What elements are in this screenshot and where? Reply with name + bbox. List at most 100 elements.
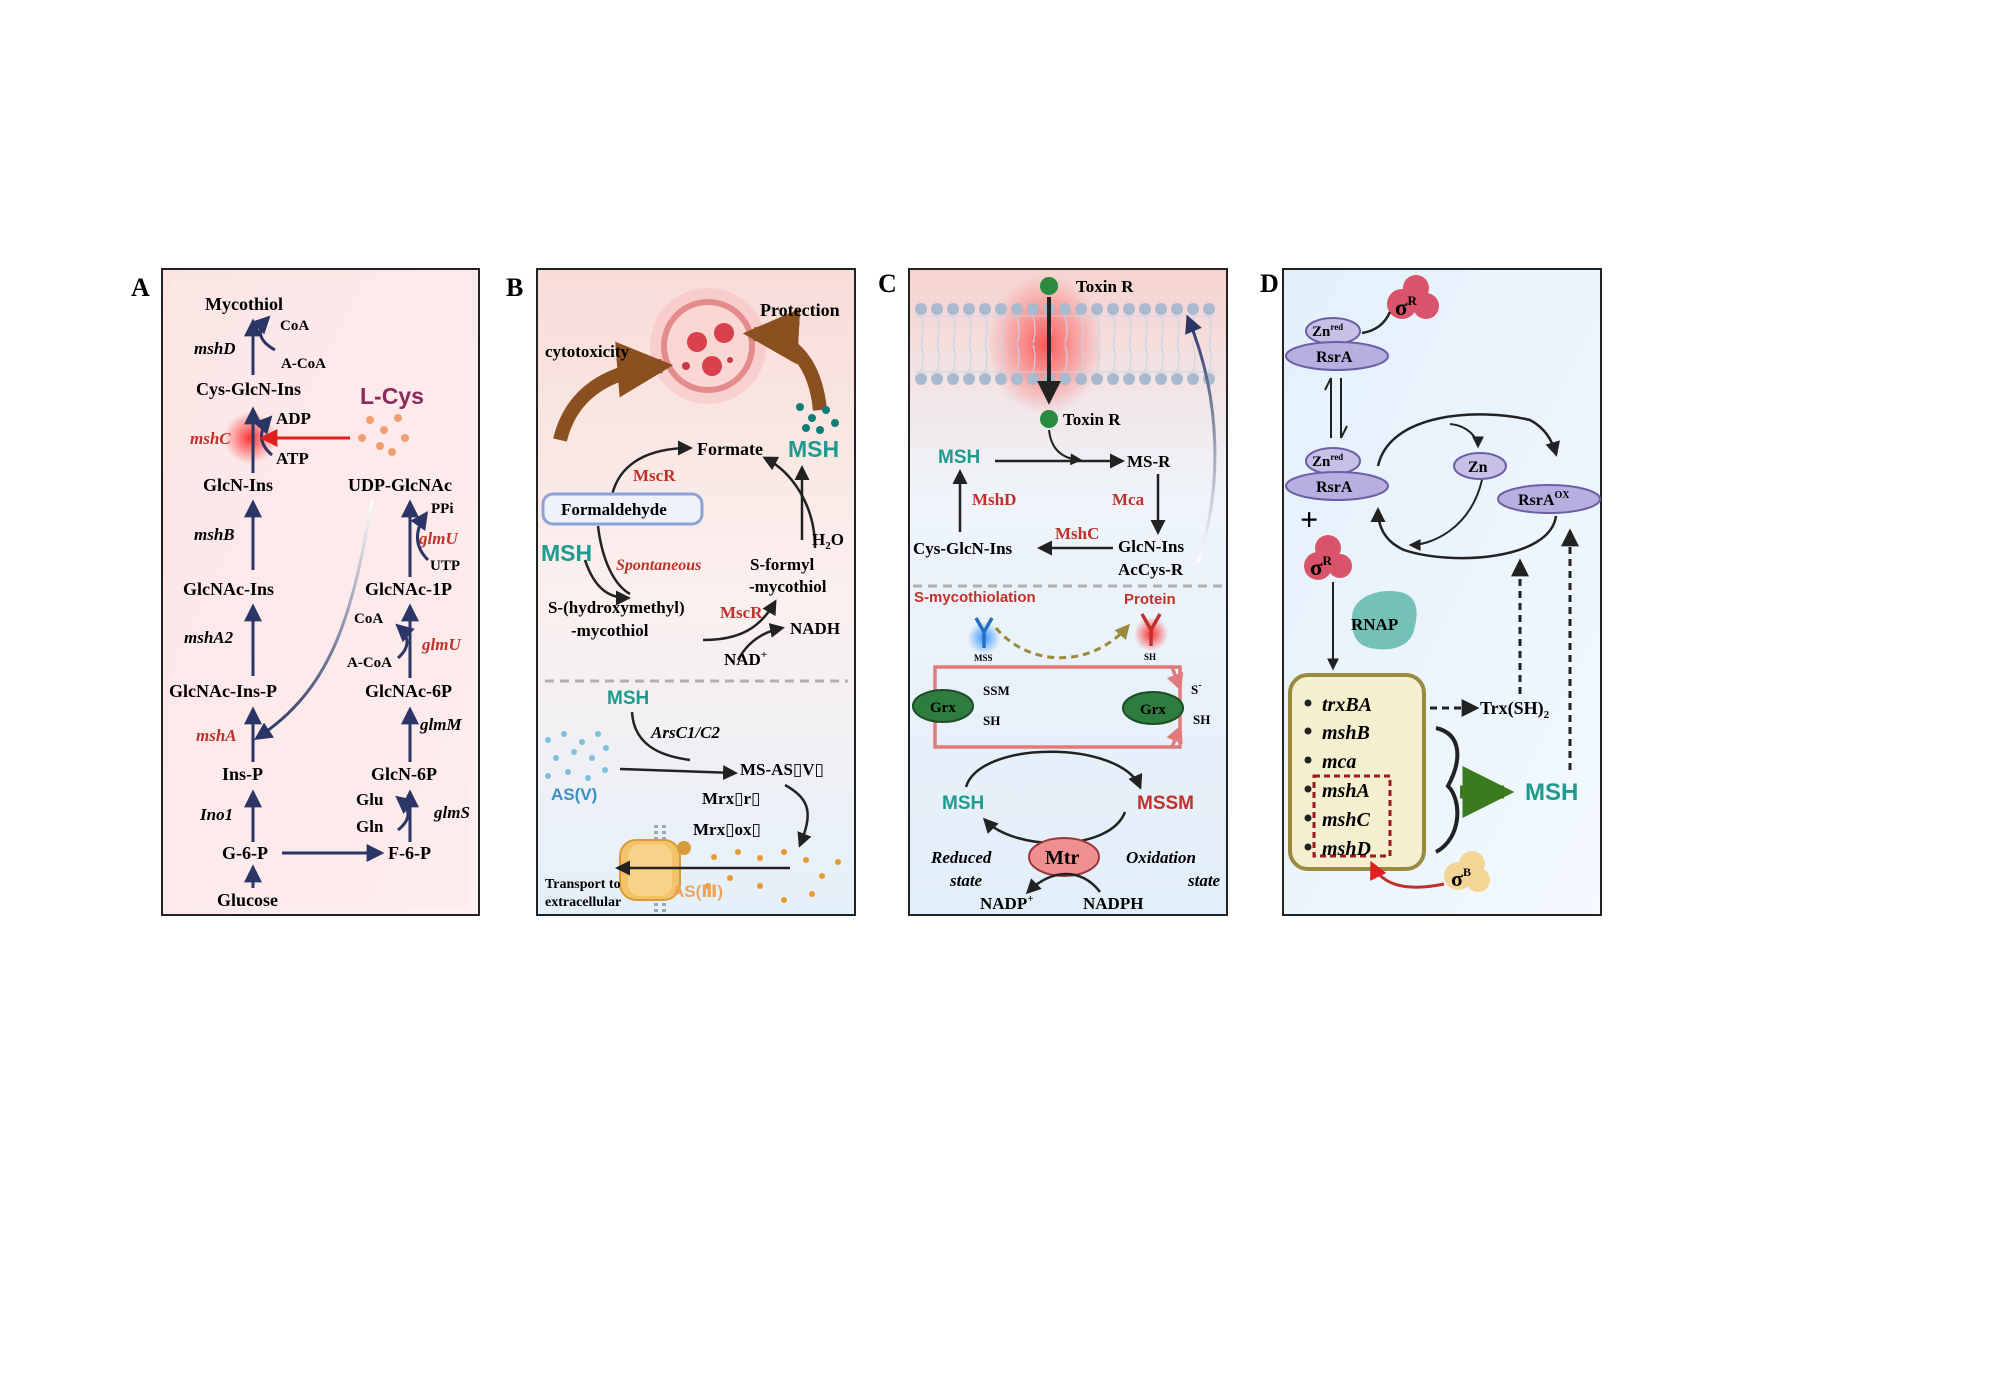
mscr1-label: MscR [633, 466, 676, 485]
zn-red1-label: Znred [1312, 322, 1343, 340]
ssm-label: SSM [983, 683, 1010, 698]
rsra1-ellipse [1285, 341, 1389, 371]
glmS-label: glmS [433, 803, 470, 822]
adp-label: ADP [276, 409, 311, 428]
nad-label: NAD+ [724, 649, 767, 669]
mshA-label: mshA [196, 726, 237, 745]
protection-arrow [742, 308, 827, 411]
curve-udp-to-insp [253, 499, 374, 740]
grx-top-arrow [1166, 666, 1184, 692]
brace [1434, 726, 1460, 854]
asiii-label: AS(Ⅲ) [672, 882, 723, 901]
utp-label: UTP [430, 558, 460, 574]
lcys-label: L-Cys [360, 383, 424, 409]
toxin-ball-top [1040, 277, 1058, 295]
acoa-label: A-CoA [281, 356, 326, 372]
panel-d: D σR Znred RsrA Znred RsrA Zn RsrAOX + [1260, 268, 1602, 916]
panel-d-letter: D [1260, 269, 1279, 298]
rsra-ox-ellipse [1497, 484, 1601, 514]
grx1-ellipse [912, 689, 974, 723]
nadph-curve [1025, 872, 1101, 895]
mss-label: MSS [974, 653, 993, 663]
glu-label: Glu [356, 790, 383, 809]
gene-mca: mca [1322, 751, 1356, 773]
transport2-label: extracellular [545, 895, 621, 910]
sigma-b-label: σB [1451, 865, 1471, 891]
accys-r-label: AcCys-R [1118, 560, 1184, 579]
atp-label: ATP [276, 449, 309, 468]
glcnac-1p-label: GlcNAc-1P [365, 579, 452, 599]
g6p-label: G-6-P [222, 843, 268, 863]
cell-illustration [650, 288, 766, 404]
bullet [1304, 785, 1312, 793]
protection-label: Protection [760, 300, 840, 320]
zn-release [1449, 423, 1484, 449]
msh-c-label: MSH [938, 447, 980, 468]
bullet [1304, 756, 1312, 764]
hydroxy-to-formyl [702, 599, 777, 642]
nad-curve [736, 623, 785, 661]
export-curve [1185, 314, 1217, 563]
msh-left-label: MSH [541, 540, 592, 566]
mshC-c-label: MshC [1055, 524, 1099, 543]
mss-to-protein [994, 623, 1130, 660]
oxid2-label: state [1187, 871, 1221, 890]
sigma-r-top [1387, 275, 1439, 319]
formaldehyde-to-hydroxy [596, 525, 631, 596]
panel-c: C Toxin R Toxin R MSH MS-R MshD Mca MshC… [878, 268, 1228, 916]
gln-label: Gln [356, 817, 384, 836]
h2o-label: H2O [812, 530, 844, 552]
zn-ellipse [1453, 452, 1507, 480]
gene-mshd: mshD [1322, 838, 1371, 860]
reduced1-label: Reduced [930, 848, 992, 867]
oxid1-label: Oxidation [1126, 848, 1196, 867]
protein-label: Protein [1124, 591, 1176, 608]
cycle-bottom [1370, 507, 1558, 560]
msh-top-label: MSH [788, 436, 839, 462]
mycothiol-label: Mycothiol [205, 294, 283, 314]
cys-glcn-ins-label: Cys-GlcN-Ins [196, 379, 301, 399]
formaldehyde-box [541, 492, 704, 526]
toxin-to-msr [1048, 429, 1083, 466]
sigma-b [1444, 851, 1490, 892]
msh-to-hydroxy [583, 559, 631, 606]
glcnac-6p-label: GlcNAc-6P [365, 681, 452, 701]
asv-to-msas [619, 765, 738, 781]
mtr-label: Mtr [1045, 847, 1080, 869]
s-formyl-label: S-formyl [750, 555, 814, 574]
cytotoxicity-label: cytotoxicity [545, 342, 630, 361]
glmU1-label: glmU [418, 529, 458, 548]
nadp-label: NADP+ [980, 893, 1034, 913]
rsra2-label: RsrA [1316, 479, 1353, 496]
redox-arc [964, 750, 1143, 790]
transport1-label: Transport to [545, 877, 621, 892]
protein-antibody [1140, 613, 1162, 646]
s-minus-label: S- [1191, 680, 1202, 697]
mtr-ellipse [1028, 837, 1100, 877]
asiii-dots [705, 849, 841, 903]
mrx-r-label: Mrx▯r▯ [702, 789, 760, 808]
rsra-ox-label: RsrAOX [1518, 490, 1570, 509]
rnap-label: RNAP [1351, 615, 1398, 634]
coa2-label: CoA [354, 611, 383, 627]
mycothiol2-label: -mycothiol [571, 621, 649, 640]
grx2-ellipse [1122, 691, 1184, 725]
msh-to-msas [630, 711, 691, 762]
gene-msha: mshA [1322, 780, 1370, 802]
grx2-label: Grx [1140, 702, 1166, 718]
sigma-r2-label: σR [1310, 553, 1333, 580]
ms-as-label: MS-AS▯V▯ [740, 760, 824, 779]
bullet [1304, 814, 1312, 822]
glcn-ins-label: GlcN-Ins [203, 475, 273, 495]
mshA2-label: mshA2 [184, 628, 234, 647]
sigma-b-arrow [1370, 860, 1445, 889]
reduced2-label: state [949, 871, 983, 890]
trx-label: Trx(SH)2 [1480, 698, 1550, 721]
mshD-c-label: MshD [972, 490, 1016, 509]
sigma-tether [1361, 311, 1392, 335]
glmM-label: glmM [419, 715, 462, 734]
panel-b: B Protection cytotoxicity MSH Formate Ms… [506, 268, 856, 916]
mshD-label: mshD [194, 339, 236, 358]
sh-small-label: SH [1144, 652, 1156, 662]
coa-label: CoA [280, 318, 309, 334]
